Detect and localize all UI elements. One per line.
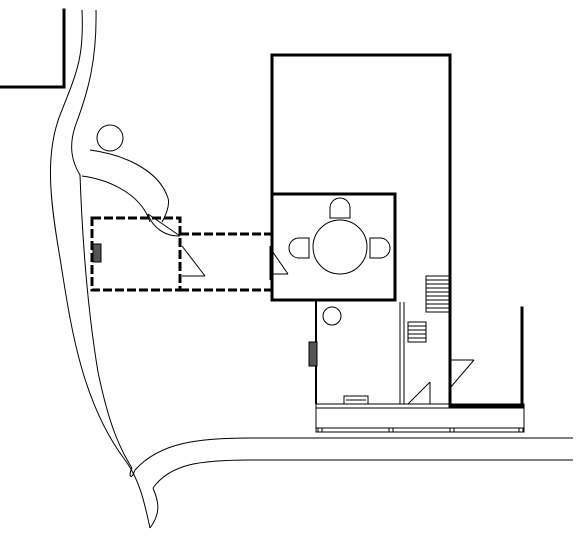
dining-chair-north (329, 197, 351, 219)
driveway-join-left (129, 467, 136, 477)
guest-cottage-fireplace (92, 243, 102, 263)
main-house-rear-block (270, 53, 452, 408)
kitchen-round-fixture (322, 306, 342, 326)
garden-path-branch-upper (89, 149, 169, 223)
driveway-upper-edge (134, 437, 573, 471)
guest-cottage-door-swing (147, 213, 181, 237)
staircase (407, 275, 451, 343)
garden-path-right-edge (71, 9, 133, 469)
east-wing-wall (448, 306, 524, 408)
front-porch (315, 403, 525, 433)
guest-cottage-door-leaf (147, 213, 181, 237)
corner-wall-top-left (0, 8, 66, 89)
breezeway-door-leaf-left (181, 245, 206, 277)
dining-chair-east (369, 237, 391, 259)
east-door-leaf (449, 359, 475, 389)
dining-chair-west (288, 237, 310, 259)
tree-circle-path (96, 124, 124, 152)
driveway-lower-edge (152, 459, 573, 489)
hall-door-leaf (407, 381, 431, 405)
kitchen-fireplace (308, 341, 318, 367)
dining-table (312, 219, 368, 275)
garden-path-branch-lower (81, 175, 151, 223)
guest-cottage-walls (90, 216, 182, 292)
garden-path-left-edge (49, 9, 151, 529)
driveway-join-bottom (149, 487, 159, 529)
